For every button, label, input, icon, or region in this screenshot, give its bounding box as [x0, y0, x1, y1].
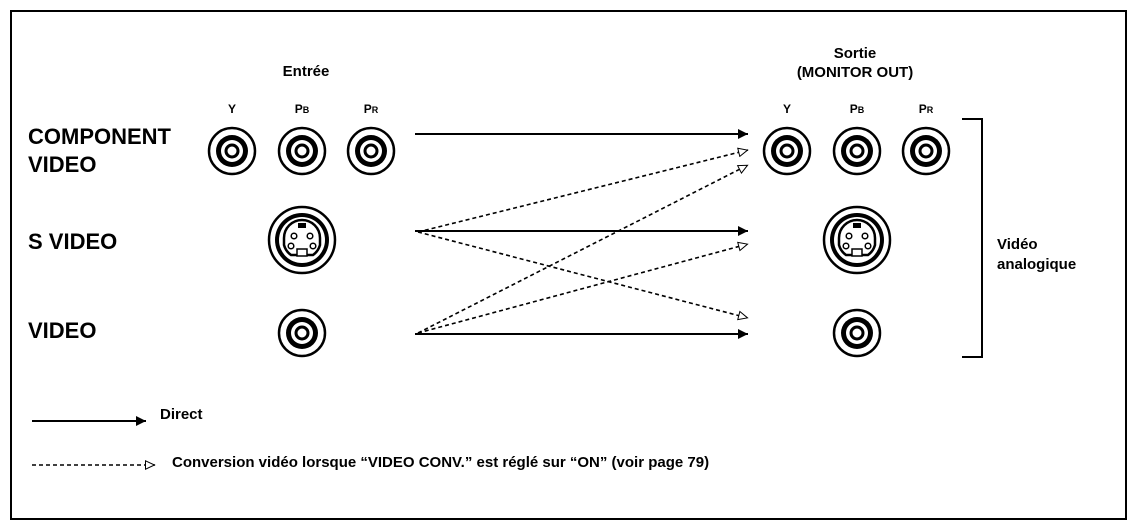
row-label-svideo: S VIDEO: [28, 229, 118, 254]
arrow-svideo-to-video: [417, 231, 749, 321]
row-label-video: VIDEO: [28, 318, 97, 343]
row-label-component-line2: VIDEO: [28, 152, 97, 177]
arrow-svideo-to-component: [417, 147, 749, 233]
arrow-video-to-svideo: [417, 241, 749, 334]
input-video-rca-jack-icon: [277, 308, 327, 358]
bracket-label-line1: Vidéo: [997, 236, 1038, 253]
input-pr-label: PR: [363, 102, 379, 116]
diagram-frame: [10, 10, 1127, 520]
input-y-label: Y: [227, 102, 237, 116]
output-header-line1: Sortie: [833, 45, 877, 62]
output-pr-label: PR: [918, 102, 934, 116]
legend-conversion-label: Conversion vidéo lorsque “VIDEO CONV.” e…: [172, 454, 710, 471]
output-svideo-jack-icon: [822, 205, 892, 275]
analog-video-bracket: [962, 118, 983, 358]
output-y-rca-jack-icon: [762, 126, 812, 176]
output-pb-rca-jack-icon: [832, 126, 882, 176]
input-pb-rca-jack-icon: [277, 126, 327, 176]
legend-direct-label: Direct: [160, 406, 203, 423]
output-video-rca-jack-icon: [832, 308, 882, 358]
bracket-label-line2: analogique: [997, 256, 1077, 273]
input-svideo-jack-icon: [267, 205, 337, 275]
row-label-component-line1: COMPONENT: [28, 124, 171, 149]
arrow-video-to-component: [417, 164, 749, 334]
output-header-line2: (MONITOR OUT): [796, 64, 914, 81]
input-y-rca-jack-icon: [207, 126, 257, 176]
output-pr-rca-jack-icon: [901, 126, 951, 176]
input-pr-rca-jack-icon: [346, 126, 396, 176]
output-y-label: Y: [782, 102, 792, 116]
output-pb-label: PB: [849, 102, 865, 116]
input-pb-label: PB: [294, 102, 310, 116]
input-header: Entrée: [282, 63, 330, 80]
